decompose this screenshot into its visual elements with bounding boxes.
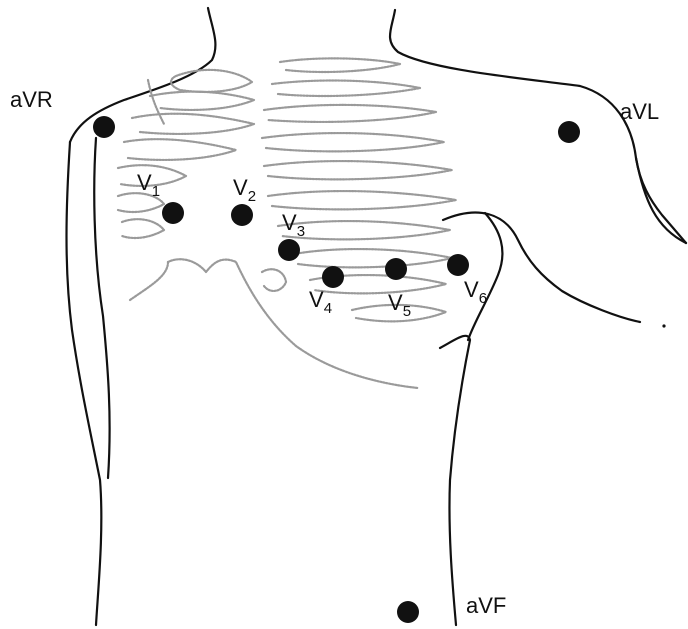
electrode-avf — [397, 601, 419, 623]
electrode-avr — [93, 116, 115, 138]
electrode-v2 — [231, 204, 253, 226]
electrode-v3 — [278, 239, 300, 261]
left-armpit — [443, 213, 640, 322]
right-side-torso — [94, 138, 109, 478]
right-arm-outline — [67, 142, 102, 625]
label-avl: aVL — [620, 99, 659, 124]
stray-mark — [662, 324, 665, 327]
label-v6: V6 — [464, 277, 487, 307]
body-outline — [67, 8, 687, 625]
label-avf: aVF — [466, 593, 506, 618]
electrode-v1 — [162, 202, 184, 224]
left-arm-outer — [636, 158, 686, 243]
neck-right — [390, 10, 686, 243]
label-v5: V5 — [388, 290, 411, 320]
electrode-v4 — [322, 266, 344, 288]
label-v2: V2 — [233, 175, 256, 205]
left-side-torso — [440, 336, 470, 625]
neck-left — [70, 8, 215, 142]
lead-labels: aVR aVL aVF V1 V2 V3 V4 V5 V6 — [10, 87, 659, 618]
electrode-v6 — [447, 254, 469, 276]
electrode-avl — [558, 121, 580, 143]
label-avr: aVR — [10, 87, 53, 112]
electrode-v5 — [385, 258, 407, 280]
